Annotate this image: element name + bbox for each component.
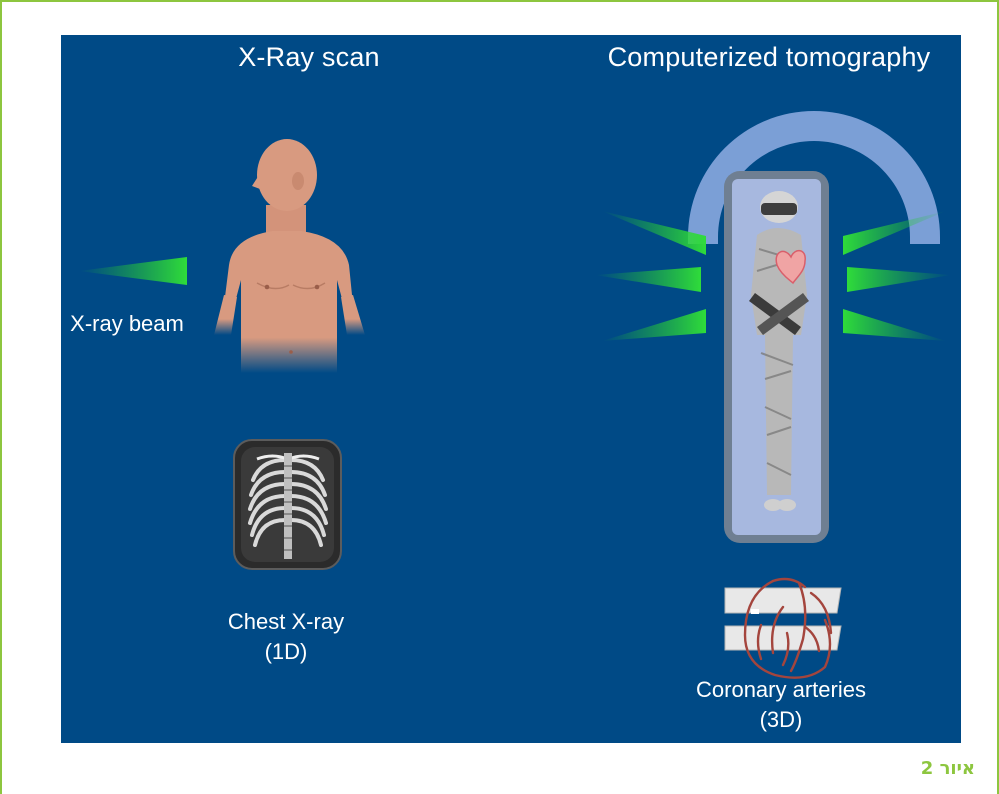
coronary-arteries-image — [725, 579, 841, 678]
ct-title: Computerized tomography — [571, 42, 961, 73]
ct-scanner-icon — [688, 111, 940, 543]
xray-scan-title: X-Ray scan — [221, 42, 397, 73]
chest-xray-caption-line2: (1D) — [191, 637, 381, 667]
human-torso-icon — [214, 139, 365, 373]
coronary-arteries-caption: Coronary arteries (3D) — [661, 675, 901, 735]
figure-caption: איור 2 — [895, 758, 975, 779]
chest-xray-caption: Chest X-ray (1D) — [191, 607, 381, 667]
chest-xray-caption-line1: Chest X-ray — [191, 607, 381, 637]
coronary-caption-line1: Coronary arteries — [661, 675, 901, 705]
chest-xray-image — [234, 440, 341, 569]
diagram-panel: X-Ray scan Computerized tomography X-ray… — [61, 35, 961, 743]
xray-beam — [79, 257, 187, 285]
coronary-caption-line2: (3D) — [661, 705, 901, 735]
xray-beam-label: X-ray beam — [61, 309, 197, 339]
